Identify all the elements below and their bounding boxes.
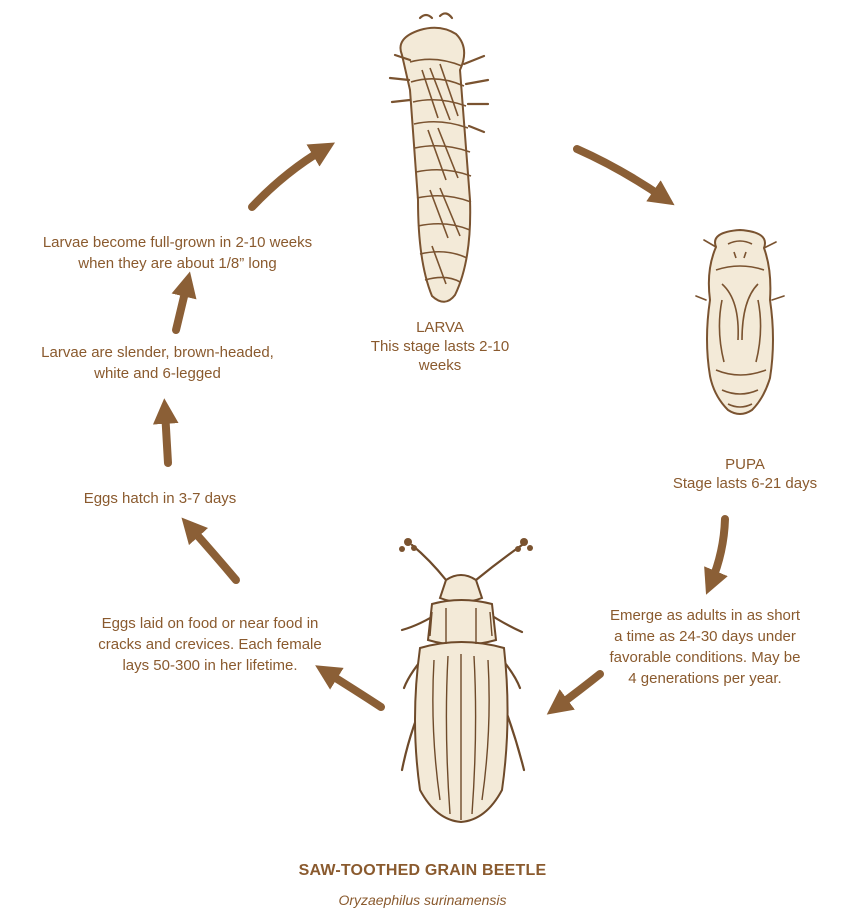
arrow-adult-to-eggs bbox=[326, 672, 381, 707]
species-common-name: SAW-TOOTHED GRAIN BEETLE bbox=[0, 862, 845, 880]
arrow-larva-to-pupa bbox=[577, 149, 664, 198]
species-scientific-name: Oryzaephilus surinamensis bbox=[0, 892, 845, 908]
note-full-grown: Larvae become full-grown in 2-10 weeks w… bbox=[0, 232, 355, 274]
note-eggs-laid: Eggs laid on food or near food in cracks… bbox=[50, 613, 370, 676]
pupa-label: PUPA Stage lasts 6-21 days bbox=[645, 455, 845, 493]
larva-stage-duration: This stage lasts 2-10 weeks bbox=[350, 337, 530, 375]
arrow-to-larva bbox=[252, 149, 324, 207]
note-emerge-adults: Emerge as adults in as short a time as 2… bbox=[570, 605, 840, 689]
pupa-illustration bbox=[696, 230, 784, 414]
note-eggs-hatch: Eggs hatch in 3-7 days bbox=[40, 488, 280, 509]
larva-label: LARVA This stage lasts 2-10 weeks bbox=[350, 318, 530, 375]
larva-illustration bbox=[390, 13, 488, 301]
arrow-hatch-to-larvae-desc bbox=[165, 411, 168, 463]
larva-stage-name: LARVA bbox=[350, 318, 530, 337]
beetle-illustration bbox=[399, 538, 533, 822]
arrow-pupa-to-adult bbox=[711, 519, 725, 583]
arrow-eggs-to-hatch bbox=[190, 527, 236, 580]
note-larvae-description: Larvae are slender, brown-headed, white … bbox=[0, 342, 315, 384]
pupa-stage-name: PUPA bbox=[645, 455, 845, 474]
arrow-desc-to-full-grown bbox=[176, 284, 187, 330]
pupa-stage-duration: Stage lasts 6-21 days bbox=[645, 474, 845, 493]
